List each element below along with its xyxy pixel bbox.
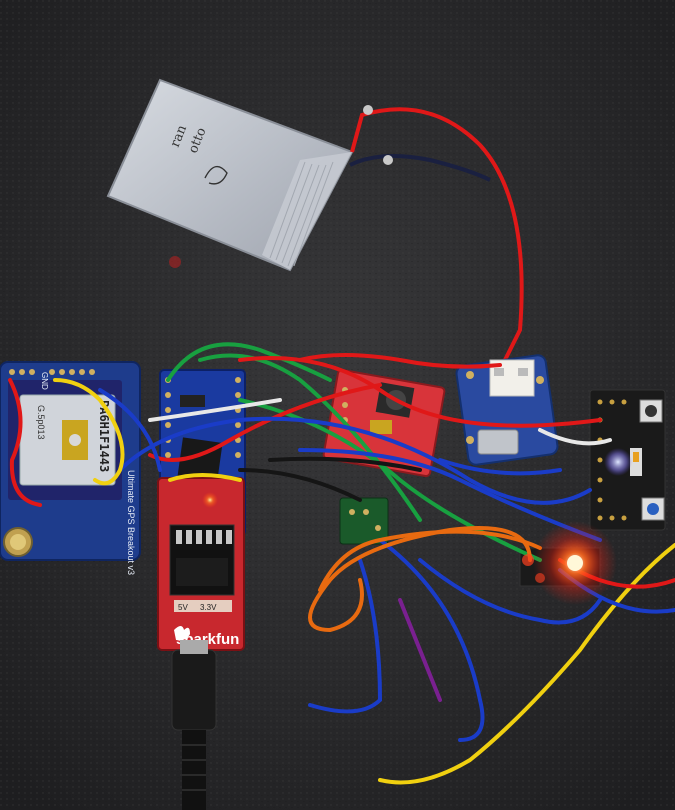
red-dot — [169, 256, 181, 268]
gps-chip-label: PA6H1F1443 — [97, 400, 111, 472]
ftdi-breakout-board: 3.3V 5V sparkfun — [157, 477, 245, 651]
gps-pin-label: GND — [40, 372, 49, 390]
gps-board-text: Ultimate GPS Breakout v3 — [126, 470, 136, 575]
battery-red-lead — [350, 107, 524, 361]
perfboard-right — [589, 389, 666, 531]
ftdi-voltage-label: 3.3V — [200, 603, 217, 612]
led-small-glows — [522, 554, 545, 583]
gps-breakout-board: PA6H1F1443 G.5p013 Ultimate GPS Breakout… — [0, 361, 141, 575]
charger-board — [455, 354, 559, 466]
gps-chip-sublabel: G.5p013 — [36, 405, 46, 440]
small-green-board — [339, 497, 389, 545]
led-core — [567, 555, 583, 571]
battery-black-lead — [349, 154, 491, 182]
lipo-battery: ran otto — [106, 78, 354, 272]
ftdi-voltage-label-alt: 5V — [178, 603, 188, 612]
usb-cable — [171, 640, 217, 810]
sparkfun-logo-icon — [174, 626, 190, 641]
wire-bundle — [8, 342, 675, 785]
